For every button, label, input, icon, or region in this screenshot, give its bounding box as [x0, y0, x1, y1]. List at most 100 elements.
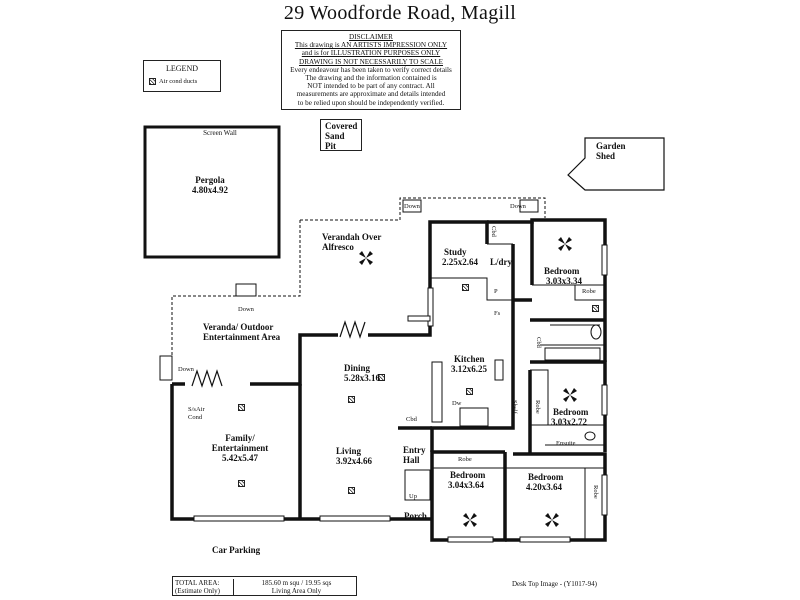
- steps: [519, 199, 539, 213]
- living-label: Living: [336, 446, 362, 456]
- pergola-label: Pergola: [195, 175, 225, 185]
- total-area-box: TOTAL AREA: (Estimate Only) 185.60 m squ…: [172, 576, 357, 596]
- entry-text: Hall: [403, 455, 420, 465]
- disclaimer-heading: DISCLAIMER: [349, 33, 393, 41]
- air-duct-icon: [378, 374, 385, 381]
- robe-label: Robe: [592, 485, 599, 499]
- kitchen-size: 3.12x6.25: [451, 364, 487, 374]
- kitchen-bench: [431, 361, 443, 423]
- window: [193, 515, 285, 522]
- laundry-label: L/dry: [490, 257, 513, 267]
- toilet: [584, 431, 596, 441]
- air-duct-icon: [348, 396, 355, 403]
- wall: [430, 244, 515, 452]
- porch-label: Porch: [404, 511, 427, 521]
- robe-label: Robe: [458, 456, 472, 463]
- fridge-space: [494, 359, 504, 381]
- disclaimer-box: DISCLAIMER This drawing is AN ARTISTS IM…: [281, 30, 461, 110]
- window: [601, 244, 608, 276]
- pergola-size: 4.80x4.92: [192, 185, 228, 195]
- toilet: [590, 324, 602, 340]
- disclaimer-line: and is for ILLUSTRATION PURPOSES ONLY: [301, 49, 441, 58]
- total-area-label: TOTAL AREA:: [175, 579, 220, 587]
- kitchen-label: Kitchen: [454, 354, 485, 364]
- living-size: 3.92x4.66: [336, 456, 372, 466]
- window: [407, 315, 431, 322]
- bath-wall: [540, 324, 605, 346]
- total-area-scope: Living Area Only: [271, 587, 322, 595]
- down-label: Down: [510, 203, 526, 210]
- bedroom-label: Bedroom: [450, 470, 486, 480]
- robe-wall: [530, 369, 549, 426]
- wall: [530, 360, 607, 452]
- disclaimer-line: Every endeavour has been taken to verify…: [290, 65, 452, 74]
- garden-shed-outline: [567, 137, 665, 191]
- study-size: 2.25x2.64: [442, 257, 478, 267]
- bedroom-label: Bedroom: [528, 472, 564, 482]
- robe-wall: [532, 284, 605, 301]
- steps: [159, 355, 173, 381]
- garden-shed-text: Garden: [596, 141, 626, 151]
- screen-wall-label: Screen Wall: [203, 129, 237, 137]
- legend-title: LEGEND: [166, 64, 198, 73]
- ceiling-fan-icon: [545, 513, 559, 527]
- air-duct-icon: [462, 284, 469, 291]
- pantry-label: P: [494, 288, 498, 295]
- disclaimer-line: to be relied upon should be independentl…: [297, 98, 445, 107]
- total-area-note: (Estimate Only): [175, 587, 220, 595]
- up-label: Up: [409, 493, 417, 500]
- robe-wall: [432, 467, 605, 540]
- bedroom-size: 3.04x3.64: [448, 480, 484, 490]
- entry-text: Entry: [403, 445, 426, 455]
- wall: [172, 220, 489, 386]
- bedroom-label: Bedroom: [544, 266, 580, 276]
- legend-item-label: Air cond ducts: [159, 78, 198, 85]
- window: [601, 474, 608, 516]
- sandpit-label: Sand: [325, 131, 345, 141]
- family-text: Family/: [225, 433, 255, 443]
- steps: [402, 199, 422, 213]
- bedroom-size: 3.03x2.72: [551, 417, 587, 427]
- robe-label: Robe: [582, 288, 596, 295]
- disclaimer-line: This drawing is AN ARTISTS IMPRESSION ON…: [294, 41, 448, 50]
- alfresco-text: Alfresco: [322, 242, 354, 252]
- steps: [235, 283, 257, 297]
- down-label: Down: [238, 306, 254, 313]
- air-duct-icon: [592, 305, 599, 312]
- legend: LEGEND Air cond ducts: [143, 60, 221, 92]
- porch-steps: [404, 469, 431, 501]
- sandpit: Covered Sand Pit: [320, 119, 362, 151]
- cupboard-label: Cbd: [535, 337, 542, 348]
- alfresco-text: Verandah Over: [322, 232, 382, 242]
- robe-label: Robe: [534, 400, 541, 414]
- pergola-outline: [143, 125, 281, 259]
- down-label: Down: [404, 203, 420, 210]
- dining-label: Dining: [344, 363, 371, 373]
- bedroom-size: 3.03x3.34: [546, 276, 582, 286]
- sandpit-label: Covered: [325, 121, 358, 131]
- window: [447, 536, 494, 543]
- air-duct-icon: [238, 404, 245, 411]
- alfresco-label: Verandah Over Alfresco: [322, 232, 402, 252]
- air-duct-icon: [466, 388, 473, 395]
- air-duct-icon: [149, 78, 156, 85]
- bedroom-label: Bedroom: [553, 407, 589, 417]
- cupboard-label: Cbd: [490, 226, 497, 237]
- total-area-value: 185.60 m squ / 19.95 sqs: [261, 579, 332, 587]
- ceiling-fan-icon: [563, 388, 577, 402]
- bedroom-size: 4.20x3.64: [526, 482, 562, 492]
- air-cond-label: S/sAir Cond: [188, 406, 205, 422]
- disclaimer-line: measurements are approximate and details…: [296, 90, 446, 99]
- window: [601, 384, 608, 416]
- sliding-door: [339, 320, 366, 339]
- disclaimer-line: The drawing and the information containe…: [305, 74, 437, 83]
- dishwasher: [459, 407, 489, 427]
- cupboard-label: Cbd: [406, 416, 417, 423]
- sandpit-label: Pit: [325, 141, 336, 151]
- dishwasher-label: Dw: [452, 400, 462, 407]
- outdoor-area-text: Veranda/ Outdoor: [203, 322, 274, 332]
- footer-reference: Desk Top Image - (Y1017-94): [512, 580, 597, 588]
- ceiling-fan-icon: [558, 237, 572, 251]
- family-text: Entertainment: [211, 443, 269, 453]
